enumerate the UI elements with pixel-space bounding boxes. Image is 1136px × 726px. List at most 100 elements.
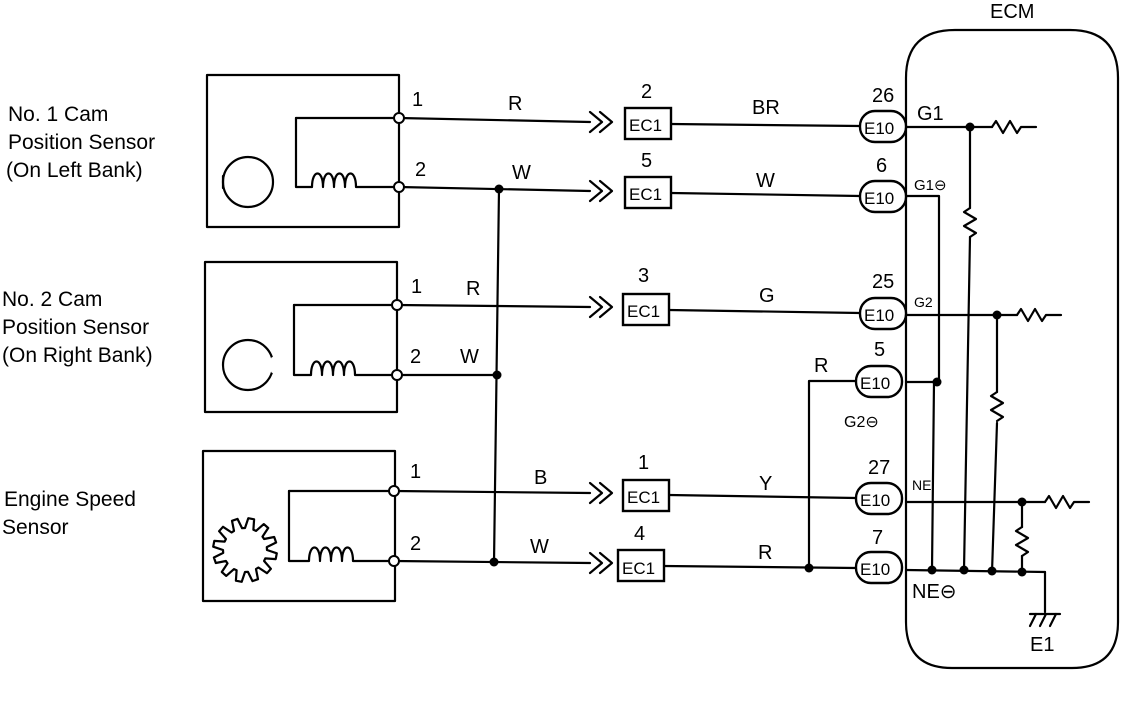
ecm-signal-g1-minus: G1⊖	[914, 177, 947, 194]
e10-connector-pin5	[854, 364, 904, 399]
g2-input-resistor	[1015, 307, 1063, 323]
cam1-sensor-label-line3: (On Left Bank)	[6, 159, 143, 182]
ec1-connector-pin3	[621, 292, 671, 327]
ne-gear-rotor-icon	[212, 517, 278, 583]
ec1-label: EC1	[622, 559, 655, 578]
cam2-terminal-1	[391, 299, 403, 311]
junction-dot	[987, 566, 997, 576]
e10-pin-number: 25	[872, 271, 894, 293]
ne-bias-resistor	[1014, 525, 1030, 558]
junction-dot	[959, 565, 969, 575]
e10-pin-number: 6	[876, 155, 887, 177]
wire-color-label: W	[512, 162, 531, 184]
ecm-signal-ne: NE	[912, 477, 931, 493]
junction-dot	[927, 565, 937, 575]
cam2-pin2-label: 2	[410, 346, 421, 368]
cam1-pin1-label: 1	[412, 89, 423, 111]
e10-label: E10	[864, 306, 894, 325]
ec1-connector-pin4	[616, 548, 666, 583]
e10-connector-pin26	[858, 109, 908, 144]
junction-dot	[804, 563, 814, 573]
e1-ground-label: E1	[1030, 634, 1054, 656]
e10-pin-number: 26	[872, 85, 894, 107]
g1-bias-resistor	[962, 206, 978, 239]
ec1-label: EC1	[627, 302, 660, 321]
junction-dot	[492, 370, 502, 380]
e10-label: E10	[860, 374, 890, 393]
junction-dot	[1017, 567, 1027, 577]
ne-sensor-label-line2: Sensor	[2, 516, 69, 539]
junction-dot	[932, 377, 942, 387]
wire-color-label: R	[758, 542, 772, 564]
cam2-rotor-icon	[221, 338, 275, 392]
junction-dot	[965, 122, 975, 132]
ne-pin1-label: 1	[410, 461, 421, 483]
cam2-sensor-label-line1: No. 2 Cam	[2, 288, 103, 311]
wire-color-label: G	[759, 285, 775, 307]
e10-pin-number: 5	[874, 339, 885, 361]
cam1-terminal-1	[393, 112, 405, 124]
ne-pin2-label: 2	[410, 533, 421, 555]
ec1-pin-number: 1	[638, 452, 649, 474]
ne-sensor-label-line1: Engine Speed	[4, 488, 136, 511]
cam2-sensor-box	[203, 260, 399, 414]
ne-terminal-2	[388, 555, 400, 567]
wire-color-label: R	[508, 93, 522, 115]
ec1-connector-pin1	[621, 478, 671, 513]
e10-connector-pin25	[858, 296, 908, 331]
wire-color-label: W	[460, 346, 479, 368]
junction-dot	[992, 310, 1002, 320]
e10-pin-number: 7	[872, 527, 883, 549]
cam2-terminal-2	[391, 369, 403, 381]
ne-coil	[287, 489, 396, 563]
ecm-signal-g2-minus: G2⊖	[844, 414, 879, 431]
cam2-coil	[292, 303, 399, 377]
junction-dot	[489, 557, 499, 567]
ecm-signal-g1: G1	[917, 103, 944, 125]
wire-color-label: R	[466, 278, 480, 300]
ne-input-resistor	[1043, 494, 1091, 510]
e10-pin-number: 27	[868, 457, 890, 479]
ne-sensor-box	[201, 449, 397, 603]
e10-connector-pin7	[854, 550, 904, 585]
cam2-sensor-label-line3: (On Right Bank)	[2, 344, 153, 367]
ecm-signal-g2: G2	[914, 294, 933, 310]
e10-connector-pin27	[854, 481, 904, 516]
cam1-terminal-2	[393, 181, 405, 193]
ec1-connector-pin2	[623, 106, 673, 141]
cam1-sensor-label-line2: Position Sensor	[8, 131, 156, 154]
cam1-coil	[294, 116, 401, 189]
wire-color-label: W	[756, 170, 775, 192]
e10-label: E10	[860, 491, 890, 510]
e10-label: E10	[864, 189, 894, 208]
cam2-pin1-label: 1	[411, 276, 422, 298]
ecm-box	[904, 28, 1120, 670]
ecm-title: ECM	[990, 1, 1034, 23]
ec1-pin-number: 4	[634, 523, 645, 545]
ec1-pin-number: 2	[641, 81, 652, 103]
wire-color-label: Y	[759, 473, 772, 495]
cam2-sensor-label-line2: Position Sensor	[2, 316, 150, 339]
g1-input-resistor	[990, 119, 1038, 135]
ec1-pin-number: 5	[641, 150, 652, 172]
cam1-pin2-label: 2	[415, 159, 426, 181]
cam1-sensor-box	[205, 73, 401, 229]
wire-color-label: BR	[752, 97, 780, 119]
ec1-pin-number: 3	[638, 265, 649, 287]
ecm-signal-ne-minus: NE⊖	[912, 581, 957, 603]
e10-connector-pin6	[858, 179, 908, 214]
ec1-label: EC1	[629, 185, 662, 204]
junction-dot	[1017, 497, 1027, 507]
ec1-label: EC1	[629, 116, 662, 135]
ec1-label: EC1	[627, 488, 660, 507]
wire-color-label: W	[530, 536, 549, 558]
e10-label: E10	[860, 560, 890, 579]
g2-bias-resistor	[989, 390, 1005, 423]
cam1-sensor-label-line1: No. 1 Cam	[8, 103, 109, 126]
ec1-connector-pin5	[623, 175, 673, 210]
e10-label: E10	[864, 119, 894, 138]
junction-dot	[494, 184, 504, 194]
wire-color-label: B	[534, 467, 547, 489]
wire-color-label: R	[814, 355, 828, 377]
